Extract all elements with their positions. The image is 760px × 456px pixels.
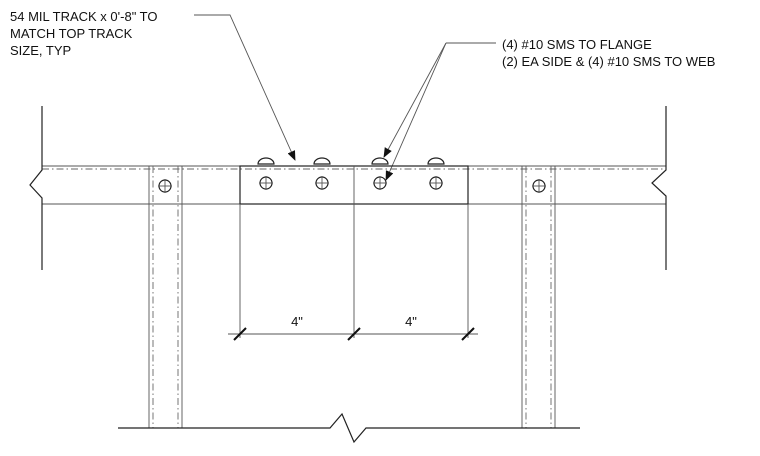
stud-screw-right (532, 179, 546, 193)
dimension-string: 4" 4" (228, 314, 478, 341)
dim-tick-left (233, 327, 247, 341)
stud-screw-left (158, 179, 172, 193)
dimension-left-label: 4" (291, 314, 303, 329)
flange-screw (313, 157, 331, 165)
web-screw (373, 176, 387, 190)
flange-screw (427, 157, 445, 165)
right-break-line (651, 106, 667, 270)
bottom-break-line (118, 412, 580, 444)
screw-callout: (4) #10 SMS TO FLANGE (2) EA SIDE & (4) … (383, 37, 715, 181)
right-stud (521, 166, 556, 428)
web-screw (315, 176, 329, 190)
dim-tick-right (461, 327, 475, 341)
track-note-line-3: SIZE, TYP (10, 43, 71, 58)
screw-leader-to-web (385, 42, 447, 181)
dim-tick-mid (347, 327, 361, 341)
screw-note-line-1: (4) #10 SMS TO FLANGE (502, 37, 652, 52)
web-screws (158, 176, 546, 193)
track-note-line-2: MATCH TOP TRACK (10, 26, 133, 41)
track-leader (194, 14, 296, 161)
top-track (29, 106, 667, 270)
dimension-right-label: 4" (405, 314, 417, 329)
web-screw (259, 176, 273, 190)
left-stud (148, 166, 183, 428)
track-callout: 54 MIL TRACK x 0'-8" TO MATCH TOP TRACK … (10, 9, 296, 161)
left-break-line (29, 106, 43, 270)
web-screw (429, 176, 443, 190)
screw-leader-to-flange (383, 42, 447, 158)
screw-note-line-2: (2) EA SIDE & (4) #10 SMS TO WEB (502, 54, 715, 69)
track-note-line-1: 54 MIL TRACK x 0'-8" TO (10, 9, 158, 24)
flange-screw (371, 157, 389, 165)
splice-track (239, 165, 469, 338)
flange-screw (257, 157, 275, 165)
flange-screws (257, 157, 445, 165)
